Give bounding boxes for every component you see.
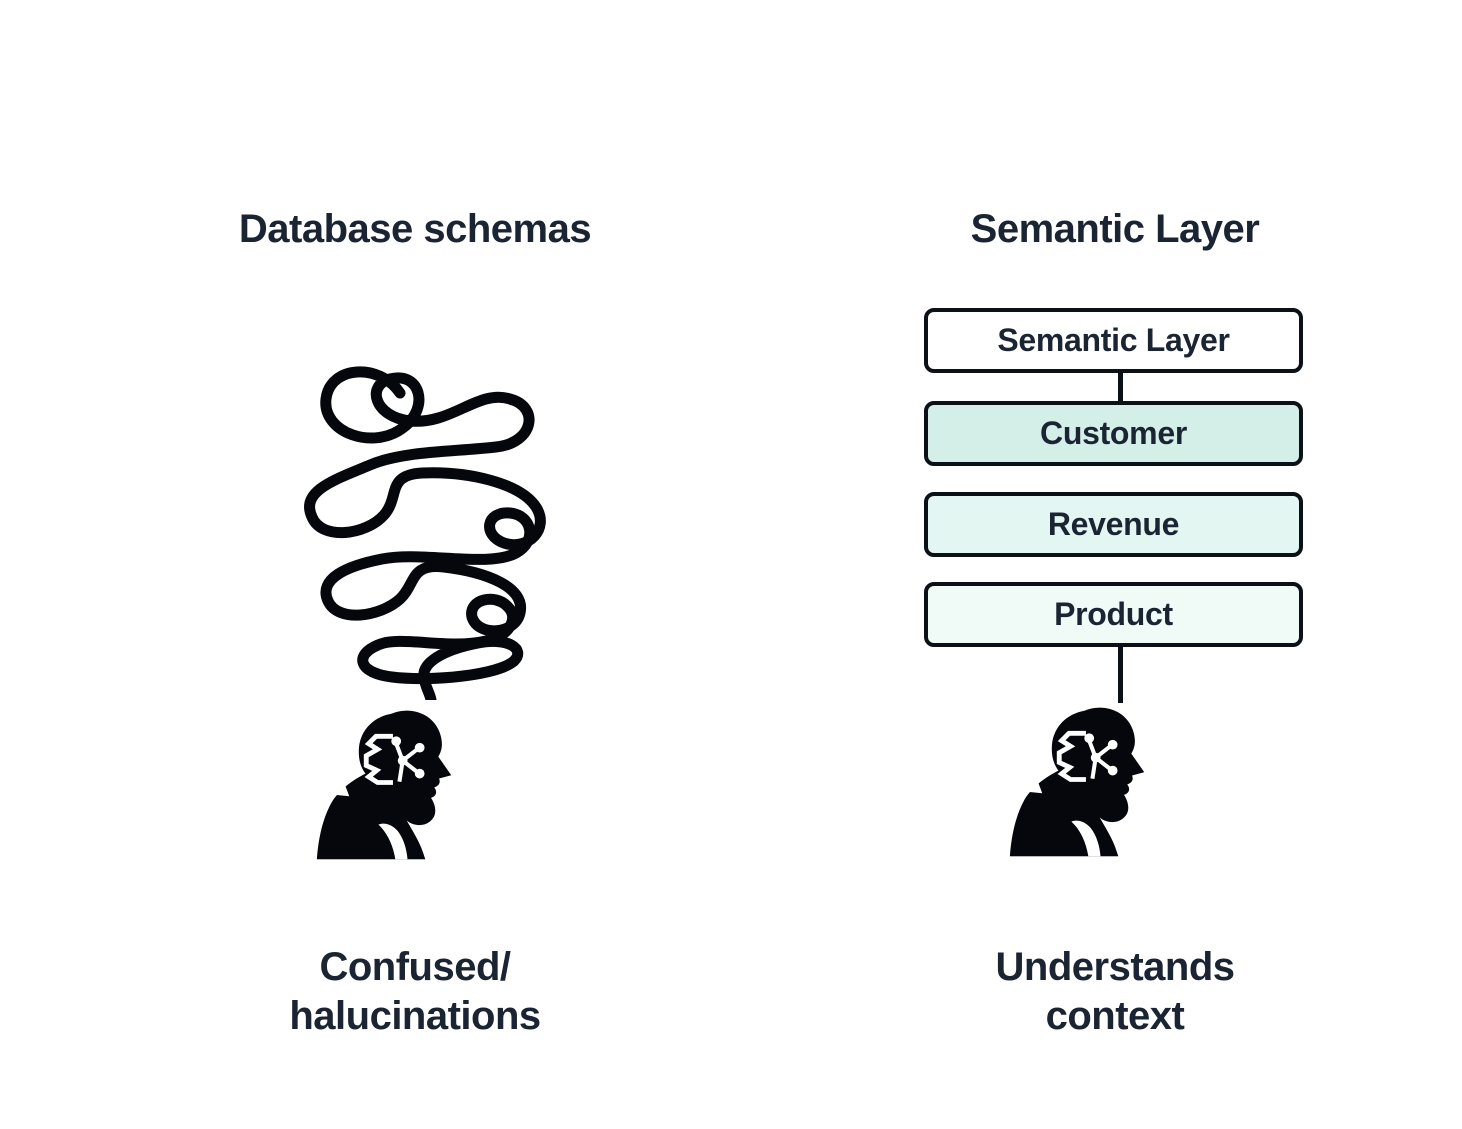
tangled-scribble-icon	[304, 366, 546, 700]
right-caption-line2: context	[1045, 993, 1185, 1038]
right-caption: Understands context	[890, 943, 1340, 1041]
connector-line-top	[1118, 373, 1123, 402]
customer-box: Customer	[924, 401, 1303, 466]
left-column-title: Database schemas	[238, 207, 592, 251]
semantic-layer-box: Semantic Layer	[924, 308, 1303, 373]
left-caption-line1: Confused/	[319, 945, 511, 989]
product-box: Product	[924, 582, 1303, 647]
right-column-title: Semantic Layer	[970, 207, 1260, 251]
connector-line-to-head	[1118, 645, 1123, 703]
revenue-box: Revenue	[924, 492, 1303, 557]
left-caption-line2: halucinations	[289, 993, 541, 1038]
scribble-path	[304, 366, 546, 700]
right-thinking-person-figure	[1005, 697, 1175, 862]
diagram-card: Database schemas Semantic Layer Semantic…	[50, 55, 1412, 1079]
left-caption: Confused/ halucinations	[190, 943, 640, 1041]
left-thinking-person-figure	[312, 700, 482, 865]
right-caption-line1: Understands	[995, 945, 1236, 989]
